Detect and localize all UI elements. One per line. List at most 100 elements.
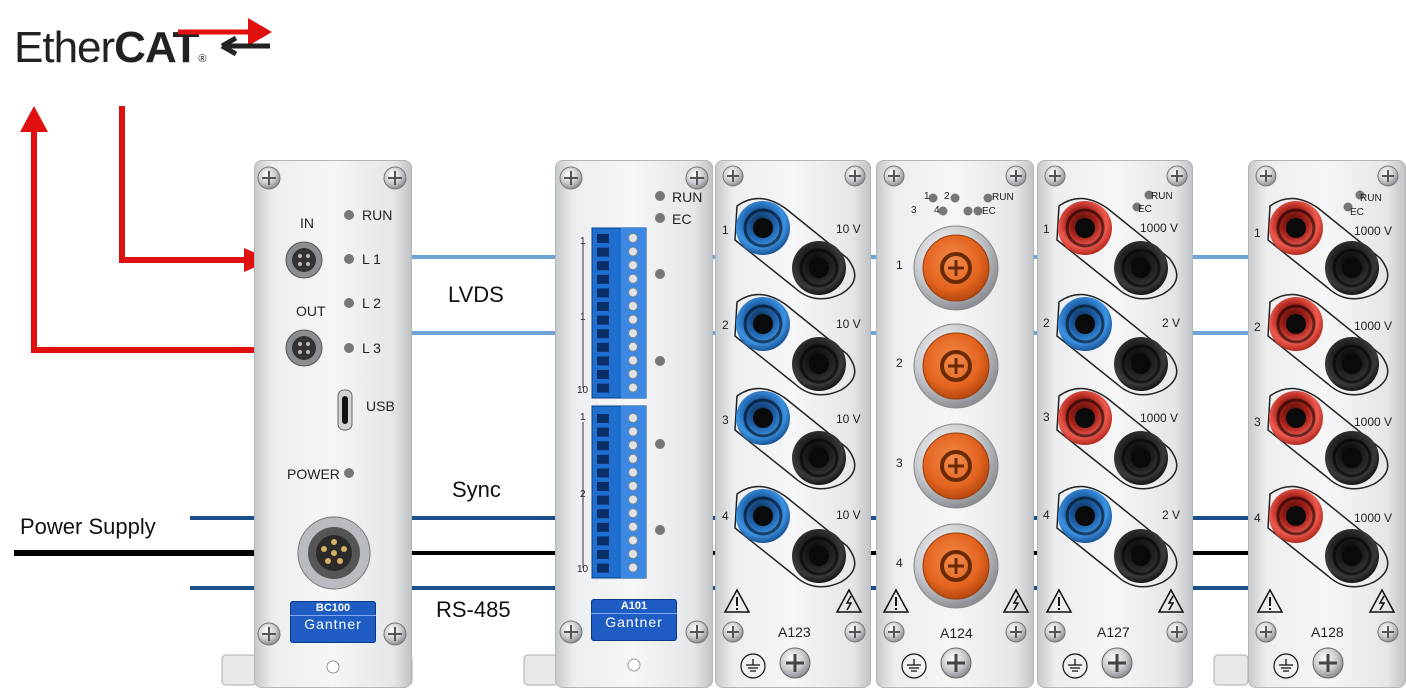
screw-icon (1166, 165, 1188, 187)
a128-ch4-range: 1000 V (1354, 511, 1393, 525)
ground-icon (901, 653, 927, 679)
terminal-slot (597, 370, 609, 379)
terminal-slot (597, 482, 609, 491)
a101-group-2-label: 2 (580, 489, 586, 500)
screw-icon (883, 621, 905, 643)
lemo-connector-2 (913, 323, 999, 409)
terminal-slot (597, 536, 609, 546)
a101-model-label: A101 (620, 600, 648, 612)
screw-icon (1044, 621, 1066, 643)
channel-outline (734, 387, 856, 490)
warning-triangle-icon (1045, 588, 1073, 613)
ethercat-in-connector (285, 241, 323, 279)
screw-icon (1377, 621, 1399, 643)
a123-ch3-label: 3 (722, 413, 729, 427)
ground-jack-2 (1114, 337, 1168, 391)
channel-outline (1056, 485, 1178, 588)
module-bc100 (254, 160, 412, 688)
warning-triangle-icon (1256, 588, 1284, 613)
terminal-screw-icon (1312, 647, 1344, 679)
terminal-slot (597, 522, 609, 532)
terminal-slot (597, 427, 609, 437)
terminal-slot (597, 315, 609, 325)
ground-icon (740, 653, 766, 679)
screw-icon (1044, 165, 1066, 187)
terminal-screw-icon (779, 647, 811, 679)
terminal-pin (628, 246, 638, 257)
a123-ch3-range: 10 V (836, 412, 861, 426)
signal-jack-1 (1269, 201, 1323, 255)
signal-jack-2 (1058, 297, 1112, 351)
lemo-connector-3 (913, 423, 999, 509)
screw-icon (844, 621, 866, 643)
a123-ch4-label: 4 (722, 509, 729, 523)
a101-run-label: RUN (672, 189, 703, 205)
terminal-pin (628, 287, 638, 298)
screw-icon (257, 622, 281, 646)
a127-ch3-label: 3 (1043, 410, 1050, 424)
ground-jack-3 (792, 431, 846, 485)
a128-ch3-label: 3 (1254, 415, 1261, 429)
screw-icon (1005, 165, 1027, 187)
terminal-slot (597, 509, 609, 519)
signal-jack-1 (736, 201, 790, 255)
terminal-slot (597, 454, 609, 464)
channel-outline (1056, 293, 1178, 396)
a101-pin-first-1: 1 (580, 236, 586, 247)
a128-run-label: RUN (1360, 193, 1382, 204)
terminal-pin (628, 369, 638, 379)
status-led (1355, 190, 1365, 200)
terminal-slot (597, 383, 609, 393)
power-connector (297, 516, 371, 590)
terminal-slot (597, 414, 609, 423)
channel-outline (734, 485, 856, 588)
bc100-hardware (257, 166, 407, 674)
ground-icon (1273, 653, 1299, 679)
signal-jack-3 (1269, 391, 1323, 445)
screw-icon (844, 165, 866, 187)
a101-pin-last-1: 10 (577, 385, 589, 396)
terminal-pin (628, 481, 638, 491)
screw-icon (883, 165, 905, 187)
status-led (928, 193, 938, 203)
logo-ether-text: Ether (14, 23, 115, 72)
status-led (1132, 202, 1142, 212)
signal-jack-4 (1269, 489, 1323, 543)
a124-run-label: RUN (992, 192, 1014, 203)
terminal-slot (597, 356, 609, 366)
terminal-slot (597, 342, 609, 352)
channel-outline (1267, 197, 1389, 300)
channel-outline (1267, 485, 1389, 588)
ethercat-red-arrows (20, 106, 276, 353)
a124-led-2-label: 2 (944, 191, 950, 202)
power-supply-label: Power Supply (20, 514, 156, 539)
a127-ch2-label: 2 (1043, 316, 1050, 330)
ground-jack-4 (1114, 529, 1168, 583)
a127-model-label: A127 (1097, 624, 1130, 640)
a128-ec-label: EC (1350, 207, 1364, 218)
a124-ch4-label: 4 (896, 556, 903, 570)
a127-hardware (1044, 165, 1188, 679)
a127-run-label: RUN (1151, 191, 1173, 202)
terminal-pin (628, 467, 638, 478)
status-led (983, 193, 993, 203)
screw-icon (1255, 621, 1277, 643)
channel-outline (1267, 387, 1389, 490)
a123-ch2-range: 10 V (836, 317, 861, 331)
terminal-slot (597, 563, 609, 573)
signal-jack-4 (1058, 489, 1112, 543)
terminal-slot (597, 302, 609, 311)
a124-led-4-label: 4 (934, 205, 940, 216)
a123-ch1-label: 1 (722, 223, 729, 237)
lemo-connector-1 (913, 225, 999, 311)
status-led (1343, 202, 1353, 212)
terminal-pin (628, 260, 638, 271)
a101-model-badge: A101 Gantner (591, 599, 677, 641)
bc100-power-label: POWER (287, 466, 340, 482)
bc100-run-label: RUN (362, 207, 393, 223)
a128-ch2-label: 2 (1254, 320, 1261, 334)
terminal-pin (628, 535, 638, 546)
screw-icon (1377, 165, 1399, 187)
high-voltage-icon (1368, 588, 1396, 613)
bc100-usb-label: USB (366, 398, 395, 414)
